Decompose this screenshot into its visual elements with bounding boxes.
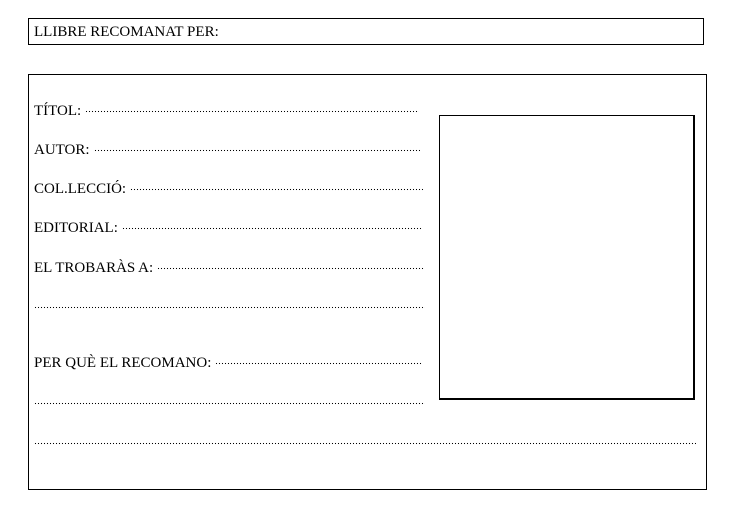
book-cover-frame <box>439 115 695 400</box>
collection-label: COL.LECCIÓ: <box>34 181 127 197</box>
location-label: EL TROBARÀS A: <box>34 260 154 276</box>
title-field[interactable]: TÍTOL: <box>34 97 419 119</box>
publisher-label: EDITORIAL: <box>34 220 118 236</box>
publisher-dotted-line <box>121 214 422 232</box>
reason-label: PER QUÈ EL RECOMANO: <box>34 355 212 371</box>
reason-continuation-dotted-line-2 <box>34 429 696 447</box>
title-label: TÍTOL: <box>34 103 82 119</box>
recommended-by-label: LLIBRE RECOMANAT PER: <box>34 24 219 40</box>
location-dotted-line <box>157 254 424 272</box>
location-continuation-dotted-line <box>34 293 425 311</box>
author-label: AUTOR: <box>34 142 90 158</box>
author-field[interactable]: AUTOR: <box>34 136 420 158</box>
collection-field[interactable]: COL.LECCIÓ: <box>34 175 423 197</box>
reason-dotted-line <box>215 349 422 367</box>
location-field[interactable]: EL TROBARÀS A: <box>34 254 424 276</box>
reason-continuation-dotted-line-1 <box>34 389 425 407</box>
location-continuation-field[interactable] <box>34 293 425 311</box>
reason-continuation-field-1[interactable] <box>34 389 425 407</box>
reason-field[interactable]: PER QUÈ EL RECOMANO: <box>34 349 422 371</box>
author-dotted-line <box>93 136 420 154</box>
reason-continuation-field-2[interactable] <box>34 429 696 447</box>
recommended-by-box: LLIBRE RECOMANAT PER: <box>28 18 704 45</box>
title-dotted-line <box>85 97 419 115</box>
book-card: TÍTOL: AUTOR: COL.LECCIÓ: EDITORIAL: EL … <box>28 74 707 490</box>
collection-dotted-line <box>130 175 423 193</box>
publisher-field[interactable]: EDITORIAL: <box>34 214 422 236</box>
